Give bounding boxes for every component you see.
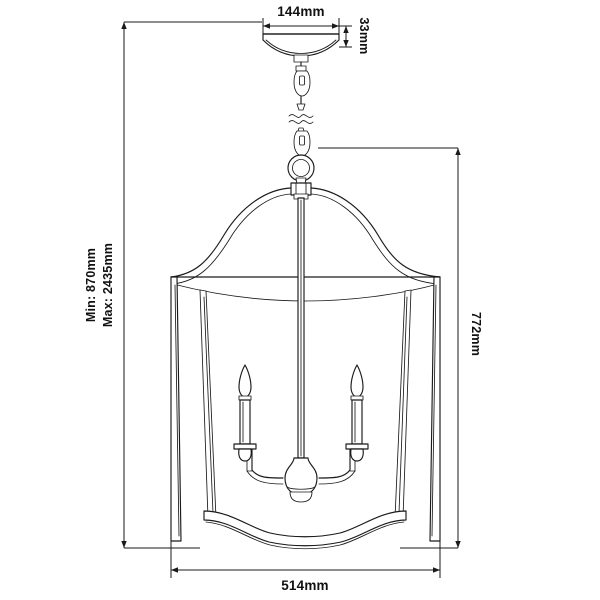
suspension-ring [287, 154, 315, 185]
candle-left [233, 364, 257, 462]
dimension-label-body-width: 514mm [281, 578, 329, 593]
chain-hook-lower [293, 130, 311, 160]
dimension-label-canopy-width: 144mm [277, 4, 325, 19]
ceiling-canopy [262, 33, 340, 63]
frame-bottom-rail [203, 510, 407, 550]
frame-ogee-arms [170, 187, 441, 285]
center-hub [284, 457, 318, 503]
dimension-label-body-height: 772mm [469, 312, 483, 356]
candle-arm-left [246, 447, 284, 485]
frame-corner-posts [170, 276, 441, 542]
dimension-body-height: 772mm [318, 147, 483, 549]
dimension-label-drop-min: Min: 870mm [84, 248, 98, 322]
chain-hook-upper [293, 61, 311, 105]
dimension-canopy-height: 33mm [339, 18, 371, 55]
frame-top-collar [290, 182, 312, 200]
candle-arm-right [318, 447, 356, 485]
dimension-label-canopy-height: 33mm [357, 18, 371, 55]
dimension-drop-range: Min: 870mm Max: 2435mm [84, 21, 262, 549]
center-stem [297, 197, 305, 459]
candle-right [345, 364, 369, 462]
dimension-label-drop-max: Max: 2435mm [101, 243, 115, 327]
